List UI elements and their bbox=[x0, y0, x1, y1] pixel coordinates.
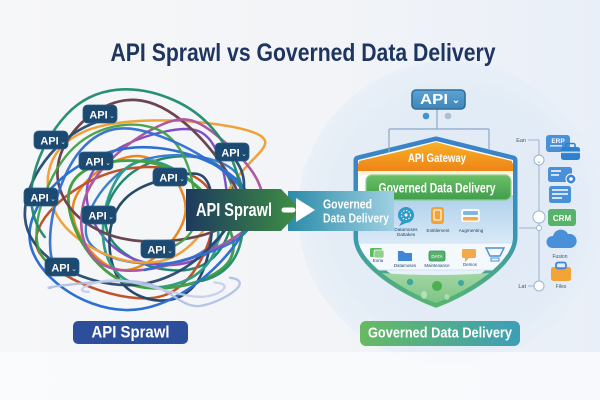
svg-text:API Gateway: API Gateway bbox=[408, 153, 466, 165]
svg-text:Ean: Ean bbox=[516, 138, 526, 144]
svg-text:Files: Files bbox=[556, 284, 567, 290]
svg-text:CRM: CRM bbox=[553, 214, 572, 223]
svg-text:API Sprawl: API Sprawl bbox=[196, 200, 272, 220]
svg-text:API: API bbox=[147, 245, 165, 257]
svg-text:⌄: ⌄ bbox=[179, 176, 185, 183]
svg-text:Maintenance: Maintenance bbox=[424, 263, 450, 268]
svg-text:Fusion: Fusion bbox=[552, 254, 567, 260]
svg-text:Lat: Lat bbox=[518, 284, 526, 290]
svg-text:Data Delivery: Data Delivery bbox=[323, 212, 389, 226]
svg-text:Dattakes: Dattakes bbox=[397, 232, 416, 237]
svg-text:⌄: ⌄ bbox=[241, 151, 247, 158]
svg-text:⌄: ⌄ bbox=[50, 196, 56, 203]
svg-text:⌄: ⌄ bbox=[105, 160, 111, 167]
svg-text:Governed Data Delivery: Governed Data Delivery bbox=[379, 181, 496, 196]
svg-text:Governed Data Delivery: Governed Data Delivery bbox=[368, 325, 513, 342]
svg-text:Governed: Governed bbox=[323, 198, 372, 212]
svg-text:⌄: ⌄ bbox=[60, 139, 66, 146]
svg-text:Augmenting: Augmenting bbox=[459, 228, 484, 233]
svg-text:API: API bbox=[51, 263, 69, 275]
svg-text:API: API bbox=[221, 148, 239, 160]
svg-text:Entitlement: Entitlement bbox=[427, 228, 451, 233]
svg-text:API: API bbox=[89, 110, 107, 122]
svg-text:API: API bbox=[88, 211, 106, 223]
svg-text:API Sprawl: API Sprawl bbox=[92, 323, 170, 342]
svg-text:⌄: ⌄ bbox=[108, 214, 114, 221]
svg-text:API Sprawl vs Governed Data De: API Sprawl vs Governed Data Delivery bbox=[111, 39, 496, 67]
svg-text:⌄: ⌄ bbox=[452, 95, 460, 106]
svg-text:Demos: Demos bbox=[463, 262, 478, 267]
svg-text:ERP: ERP bbox=[551, 138, 565, 145]
svg-text:⌄: ⌄ bbox=[109, 113, 115, 120]
svg-text:API: API bbox=[159, 173, 177, 185]
svg-text:⌄: ⌄ bbox=[167, 248, 173, 255]
svg-text:⌄: ⌄ bbox=[71, 266, 77, 273]
svg-text:API: API bbox=[30, 193, 48, 205]
svg-text:Eoria: Eoria bbox=[373, 258, 384, 263]
svg-text:API: API bbox=[85, 157, 103, 169]
svg-text:DATA: DATA bbox=[431, 254, 442, 259]
svg-text:Datamoses: Datamoses bbox=[394, 227, 418, 232]
svg-text:API: API bbox=[40, 136, 58, 148]
svg-text:API: API bbox=[420, 91, 448, 108]
svg-text:Datamoses: Datamoses bbox=[394, 263, 417, 268]
svg-text:⌄: ⌄ bbox=[536, 159, 541, 165]
